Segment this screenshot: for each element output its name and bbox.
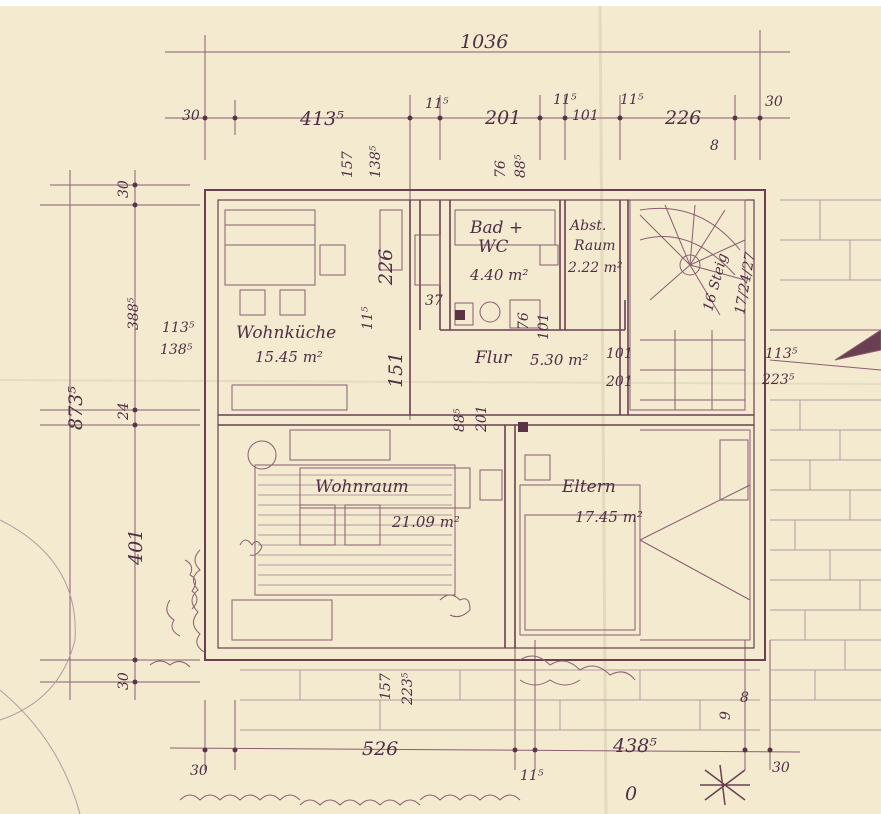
living-room-furniture bbox=[231, 429, 503, 641]
svg-text:30: 30 bbox=[116, 672, 132, 690]
stair-ratio: 17/24/27 bbox=[732, 251, 759, 316]
paving-pattern bbox=[0, 199, 881, 814]
stair-label: 16 Steig bbox=[700, 252, 731, 313]
svg-text:11⁵: 11⁵ bbox=[360, 306, 376, 330]
svg-text:438⁵: 438⁵ bbox=[612, 735, 657, 757]
svg-text:30: 30 bbox=[116, 180, 132, 198]
svg-text:30: 30 bbox=[190, 763, 208, 779]
svg-text:101: 101 bbox=[572, 108, 599, 124]
room-abst-name1: Abst. bbox=[568, 218, 606, 234]
shrubs bbox=[149, 539, 636, 806]
room-abst-name2: Raum bbox=[573, 238, 616, 254]
svg-text:76: 76 bbox=[493, 160, 509, 178]
svg-text:88⁵: 88⁵ bbox=[452, 408, 468, 432]
svg-text:157: 157 bbox=[340, 151, 356, 178]
svg-text:30: 30 bbox=[765, 94, 783, 110]
svg-text:76: 76 bbox=[516, 312, 532, 330]
svg-text:113⁵: 113⁵ bbox=[162, 320, 195, 336]
svg-text:0: 0 bbox=[625, 783, 637, 805]
bedroom-furniture bbox=[519, 429, 751, 641]
svg-text:11⁵: 11⁵ bbox=[520, 768, 544, 784]
spiral-staircase bbox=[629, 199, 746, 411]
svg-text:201: 201 bbox=[474, 405, 490, 433]
room-wohnraum-name: Wohnraum bbox=[315, 477, 409, 497]
svg-text:223⁵: 223⁵ bbox=[400, 672, 416, 706]
svg-text:8: 8 bbox=[740, 690, 749, 706]
svg-text:88⁵: 88⁵ bbox=[513, 154, 529, 178]
svg-text:201: 201 bbox=[484, 107, 521, 129]
room-eltern-name: Eltern bbox=[561, 477, 616, 497]
kitchen-furniture bbox=[224, 209, 441, 411]
compass-star bbox=[700, 764, 750, 806]
svg-text:11⁵: 11⁵ bbox=[425, 96, 449, 112]
svg-text:388⁵: 388⁵ bbox=[126, 297, 142, 330]
svg-text:30: 30 bbox=[182, 108, 200, 124]
svg-text:101: 101 bbox=[536, 313, 552, 340]
room-wohnraum-area: 21.09 m² bbox=[391, 513, 460, 531]
svg-text:157: 157 bbox=[378, 673, 394, 700]
room-flur-name: Flur bbox=[474, 348, 512, 368]
svg-text:151: 151 bbox=[385, 352, 407, 388]
svg-text:11⁵: 11⁵ bbox=[553, 92, 577, 108]
svg-text:226: 226 bbox=[375, 249, 397, 286]
svg-text:30: 30 bbox=[772, 760, 790, 776]
dimension-labels: 1036 30 413⁵ 11⁵ 201 11⁵ 101 11⁵ 226 30 … bbox=[65, 31, 798, 805]
door-markers bbox=[455, 310, 528, 432]
svg-text:201: 201 bbox=[605, 374, 633, 390]
room-labels: Wohnküche 15.45 m² Bad + WC 4.40 m² Abst… bbox=[236, 218, 759, 531]
svg-text:873⁵: 873⁵ bbox=[65, 386, 87, 430]
total-width-label: 1036 bbox=[460, 31, 508, 53]
room-bad-area: 4.40 m² bbox=[469, 266, 528, 284]
svg-text:223⁵: 223⁵ bbox=[761, 372, 795, 388]
svg-text:11⁵: 11⁵ bbox=[620, 92, 644, 108]
outer-walls bbox=[204, 189, 766, 661]
svg-text:8: 8 bbox=[710, 138, 719, 154]
room-wohnkueche-area: 15.45 m² bbox=[255, 348, 323, 366]
entrance bbox=[769, 329, 881, 371]
svg-text:101: 101 bbox=[606, 346, 633, 362]
room-bad-name2: WC bbox=[478, 237, 508, 257]
dimension-lines bbox=[40, 30, 801, 770]
room-bad-name1: Bad + bbox=[469, 218, 523, 238]
svg-text:24: 24 bbox=[116, 402, 132, 421]
room-wohnkueche-name: Wohnküche bbox=[236, 323, 336, 343]
svg-text:138⁵: 138⁵ bbox=[368, 145, 384, 178]
svg-text:413⁵: 413⁵ bbox=[299, 108, 344, 130]
svg-text:526: 526 bbox=[362, 738, 398, 760]
dimension-dots bbox=[132, 115, 773, 753]
room-abst-area: 2.22 m² bbox=[567, 260, 623, 276]
svg-text:401: 401 bbox=[125, 529, 147, 566]
svg-text:37: 37 bbox=[425, 293, 443, 309]
svg-text:9: 9 bbox=[718, 711, 734, 720]
room-eltern-area: 17.45 m² bbox=[575, 508, 643, 526]
room-flur-area: 5.30 m² bbox=[530, 351, 588, 369]
svg-text:226: 226 bbox=[664, 107, 701, 129]
svg-text:113⁵: 113⁵ bbox=[765, 346, 798, 362]
svg-text:138⁵: 138⁵ bbox=[160, 342, 193, 358]
